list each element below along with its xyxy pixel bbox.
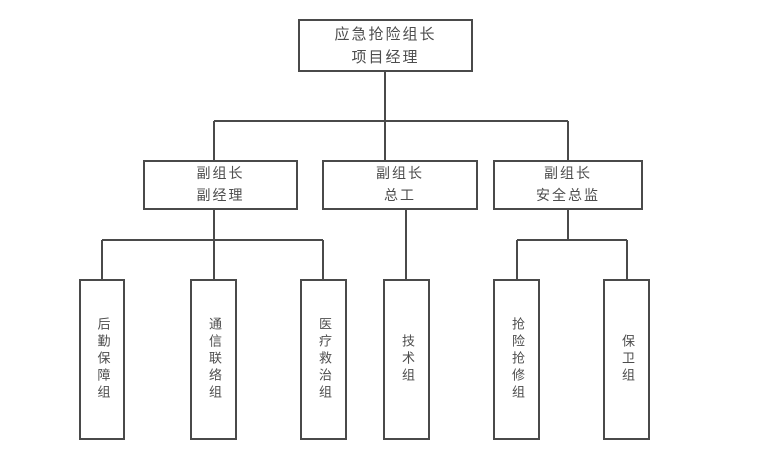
org-node-deputy-safety-director-title: 副组长	[544, 166, 592, 182]
org-node-root-title: 应急抢险组长	[334, 24, 437, 43]
org-node-deputy-safety-director-subtitle: 安全总监	[536, 188, 600, 204]
org-node-communication-liaison-group: 通信联络组	[190, 279, 237, 440]
org-node-logistics-support-group: 后勤保障组	[79, 279, 125, 440]
org-node-deputy-chief-engineer: 副组长 总工	[322, 160, 478, 210]
org-node-medical-treatment-group-label: 医疗救治组	[316, 317, 331, 402]
org-node-deputy-safety-director: 副组长 安全总监	[493, 160, 643, 210]
org-node-deputy-chief-engineer-subtitle: 总工	[384, 188, 416, 204]
org-node-deputy-manager-subtitle: 副经理	[196, 188, 245, 204]
org-node-emergency-repair-group-label: 抢险抢修组	[509, 317, 524, 402]
org-node-technical-group: 技术组	[383, 279, 430, 440]
org-node-technical-group-label: 技术组	[399, 334, 414, 385]
org-node-communication-liaison-group-label: 通信联络组	[206, 317, 221, 402]
org-node-security-group: 保卫组	[603, 279, 650, 440]
org-node-deputy-manager-title: 副组长	[196, 166, 245, 182]
org-node-logistics-support-group-label: 后勤保障组	[94, 317, 110, 402]
org-node-deputy-manager: 副组长 副经理	[143, 160, 298, 210]
org-node-deputy-chief-engineer-title: 副组长	[376, 166, 424, 182]
org-node-emergency-repair-group: 抢险抢修组	[493, 279, 540, 440]
org-node-medical-treatment-group: 医疗救治组	[300, 279, 347, 440]
org-node-root-subtitle: 项目经理	[351, 47, 420, 66]
org-node-security-group-label: 保卫组	[619, 334, 634, 385]
org-node-root: 应急抢险组长 项目经理	[298, 19, 473, 72]
